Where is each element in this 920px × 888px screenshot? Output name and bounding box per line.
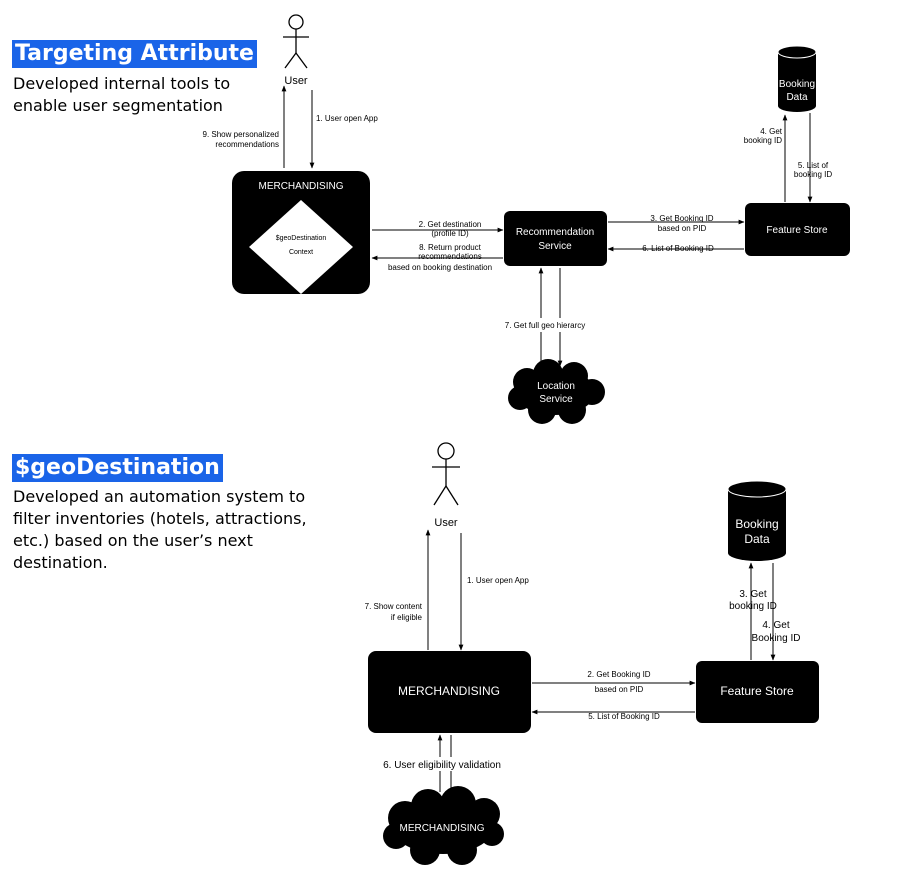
merchandising-cloud-label: MERCHANDISING	[399, 823, 484, 834]
recommendation-service-label-1: Recommendation	[516, 227, 594, 238]
merchandising-cloud-icon: MERCHANDISING	[383, 786, 504, 865]
edge-label-show-recommendations-2: recommendations	[215, 140, 279, 149]
edge-label-get-booking-id-2: based on PID	[658, 224, 707, 233]
feature-store-label: Feature Store	[766, 225, 828, 236]
section1-heading: Targeting Attribute	[12, 40, 257, 68]
user-actor-2-icon	[432, 442, 460, 506]
location-service-cloud-icon: Location Service	[508, 359, 605, 424]
edge-label-get-booking-id-db-2-2: booking ID	[729, 601, 777, 612]
edge-label-list-booking-id-2: 5. List of Booking ID	[588, 712, 660, 721]
section1-description-line2: enable user segmentation	[13, 96, 223, 115]
user-label: User	[284, 75, 308, 87]
context-label-1: $geoDestination	[276, 235, 327, 242]
edge-label-list-booking-id-db-1: 5. List of	[798, 161, 829, 170]
edge-label-list-booking-id-db-2: booking ID	[794, 170, 832, 179]
edge-label-return-2: recommendations	[418, 252, 482, 261]
edge-label-eligibility-validation: 6. User eligibility validation	[383, 760, 501, 771]
booking-data-label-1: Booking	[779, 79, 815, 90]
booking-data-2-label-2: Data	[744, 532, 770, 546]
section2-description-line4: destination.	[13, 553, 108, 572]
edge-label-get-booking-id-db2-2-1: 4. Get	[762, 620, 789, 631]
edge-label-show-recommendations-1: 9. Show personalized	[203, 130, 280, 139]
section2-description-line3: etc.) based on the user’s next	[13, 531, 253, 550]
edge-label-user-open-app: 1. User open App	[316, 114, 378, 123]
recommendation-service-node: Recommendation Service	[504, 211, 607, 266]
edge-label-get-booking-id-2-1: 2. Get Booking ID	[587, 670, 650, 679]
feature-store-2-label: Feature Store	[720, 684, 794, 698]
edge-label-get-booking-id-db-1: 4. Get	[760, 127, 783, 136]
edge-label-return-1: 8. Return product	[419, 243, 482, 252]
edge-label-get-booking-id-2-2: based on PID	[595, 685, 644, 694]
edge-label-list-booking-id: 6. List of Booking ID	[642, 244, 714, 253]
section2-description-line1: Developed an automation system to	[13, 487, 306, 506]
user-2-label: User	[434, 517, 458, 529]
booking-data-database-icon: Booking Data	[777, 45, 817, 112]
edge-label-show-content-1: 7. Show content	[365, 602, 423, 611]
merchandising-label: MERCHANDISING	[258, 181, 343, 192]
edge-label-return-3: based on booking destination	[388, 263, 492, 272]
location-service-label-2: Service	[539, 394, 573, 405]
edge-label-full-geo-hierarchy: 7. Get full geo hierarcy	[505, 321, 585, 330]
booking-data-label-2: Data	[786, 92, 808, 103]
feature-store-2-node: Feature Store	[696, 661, 819, 723]
section2-heading: $geoDestination	[12, 454, 223, 482]
user-actor-icon	[283, 14, 309, 69]
context-diamond	[249, 200, 353, 294]
merchandising-2-node: MERCHANDISING	[368, 651, 531, 733]
edge-label-get-booking-id-db-2-1: 3. Get	[739, 589, 766, 600]
edge-label-get-booking-id-1: 3. Get Booking ID	[650, 214, 713, 223]
context-label-2: Context	[289, 249, 313, 256]
merchandising-2-label: MERCHANDISING	[398, 684, 500, 698]
edge-label-user-open-app-2: 1. User open App	[467, 576, 529, 585]
section1-description-line1: Developed internal tools to	[13, 74, 231, 93]
location-service-label-1: Location	[537, 381, 575, 392]
edge-label-get-destination-1: 2. Get destination	[419, 220, 482, 229]
edge-label-get-destination-2: (profile ID)	[431, 229, 469, 238]
booking-data-2-database-icon: Booking Data	[727, 480, 787, 561]
feature-store-node: Feature Store	[745, 203, 850, 256]
merchandising-node: MERCHANDISING $geoDestination Context	[232, 171, 370, 294]
edge-label-show-content-2: if eligible	[391, 613, 423, 622]
section2-description-line2: filter inventories (hotels, attractions,	[13, 509, 307, 528]
booking-data-2-label-1: Booking	[735, 517, 778, 531]
edge-label-get-booking-id-db-2: booking ID	[744, 136, 782, 145]
edge-label-get-booking-id-db2-2-2: Booking ID	[752, 633, 801, 644]
recommendation-service-label-2: Service	[538, 241, 572, 252]
